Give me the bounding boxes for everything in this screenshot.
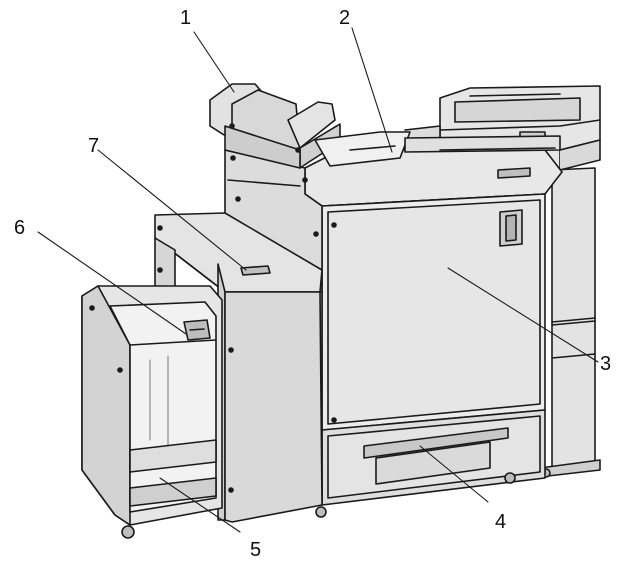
leader-line-5: [159, 477, 241, 533]
leader-line-6: [37, 231, 187, 335]
leader-line-3: [447, 267, 599, 363]
paper-output-area: [314, 131, 561, 167]
callout-4: 4: [495, 511, 507, 533]
callout-5: 5: [250, 539, 262, 561]
finisher-top-tray: [209, 83, 341, 169]
leader-lines: [37, 27, 599, 533]
leader-line-4: [419, 445, 489, 503]
inserter-unit: [154, 212, 323, 523]
leader-line-2: [351, 27, 393, 153]
side-extension-panel: [539, 167, 601, 478]
callout-1: 1: [180, 7, 192, 29]
callout-7: 7: [88, 135, 100, 157]
leader-line-7: [97, 149, 247, 271]
callout-6: 6: [14, 217, 26, 239]
paper-cart: [81, 285, 223, 539]
callout-2: 2: [339, 7, 351, 29]
callout-3: 3: [600, 353, 612, 375]
leader-line-1: [193, 31, 235, 93]
